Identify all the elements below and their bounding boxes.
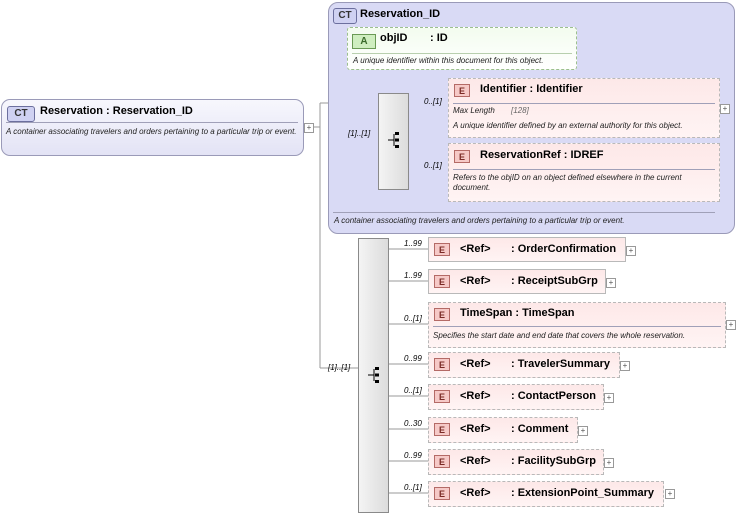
ref-label: <Ref> bbox=[460, 390, 491, 402]
expand-icon[interactable]: + bbox=[620, 361, 630, 371]
ref-label: <Ref> bbox=[460, 358, 491, 370]
expand-icon[interactable]: + bbox=[578, 426, 588, 436]
element-icon: E bbox=[434, 390, 450, 403]
divider bbox=[352, 53, 572, 54]
element-icon: E bbox=[434, 243, 450, 256]
element-icon: E bbox=[434, 487, 450, 500]
complex-type-icon: CT bbox=[7, 106, 35, 122]
complex-type-icon: CT bbox=[333, 8, 357, 24]
element-icon: E bbox=[434, 275, 450, 288]
attribute-description: A unique identifier within this document… bbox=[353, 56, 544, 65]
child-multiplicity: 0..30 bbox=[404, 419, 422, 428]
timespan-element[interactable]: E TimeSpan : TimeSpan Specifies the star… bbox=[428, 302, 726, 348]
child-name: : OrderConfirmation bbox=[511, 243, 617, 255]
attribute-name: objID bbox=[380, 32, 408, 44]
expand-icon[interactable]: + bbox=[604, 458, 614, 468]
divider bbox=[6, 122, 298, 123]
element-icon: E bbox=[434, 455, 450, 468]
traveler-summary-element[interactable]: E <Ref> : TravelerSummary bbox=[428, 352, 620, 378]
timespan-description: Specifies the start date and end date th… bbox=[433, 331, 686, 340]
inner-sequence-compositor[interactable] bbox=[378, 93, 409, 190]
extension-point-summary-element[interactable]: E <Ref> : ExtensionPoint_Summary bbox=[428, 481, 664, 507]
ref-label: <Ref> bbox=[460, 487, 491, 499]
child-multiplicity: 1..99 bbox=[404, 239, 422, 248]
type-description: A container associating travelers and or… bbox=[334, 216, 625, 225]
sequence-compositor-icon bbox=[388, 132, 399, 148]
facet-label: Max Length bbox=[453, 106, 495, 115]
expand-icon[interactable]: + bbox=[726, 320, 736, 330]
child-name: : ExtensionPoint_Summary bbox=[511, 487, 655, 499]
child-multiplicity: 1..99 bbox=[404, 271, 422, 280]
ref-label: <Ref> bbox=[460, 243, 491, 255]
root-title: Reservation : Reservation_ID bbox=[40, 105, 193, 117]
sequence-compositor-icon bbox=[368, 367, 379, 383]
child-name: : Comment bbox=[511, 423, 569, 435]
child-multiplicity: 0..99 bbox=[404, 354, 422, 363]
reservation-ref-multiplicity: 0..[1] bbox=[424, 161, 442, 170]
identifier-element[interactable]: E Identifier : Identifier Max Length [12… bbox=[448, 78, 720, 138]
timespan-title: TimeSpan : TimeSpan bbox=[460, 307, 575, 319]
inner-sequence-multiplicity: [1]..[1] bbox=[348, 129, 371, 138]
divider bbox=[333, 212, 715, 213]
reservation-ref-description: Refers to the objID on an object defined… bbox=[453, 173, 682, 192]
root-description: A container associating travelers and or… bbox=[6, 127, 297, 136]
expand-icon[interactable]: + bbox=[304, 123, 314, 133]
expand-icon[interactable]: + bbox=[604, 393, 614, 403]
expand-icon[interactable]: + bbox=[606, 278, 616, 288]
identifier-title: Identifier : Identifier bbox=[480, 83, 583, 95]
element-icon: E bbox=[434, 308, 450, 321]
facility-subgrp-element[interactable]: E <Ref> : FacilitySubGrp bbox=[428, 449, 604, 475]
expand-icon[interactable]: + bbox=[626, 246, 636, 256]
root-complex-type[interactable]: CT Reservation : Reservation_ID A contai… bbox=[1, 99, 304, 156]
child-multiplicity: 0..99 bbox=[404, 451, 422, 460]
element-icon: E bbox=[454, 84, 470, 97]
outer-sequence-multiplicity: [1]..[1] bbox=[328, 363, 351, 372]
child-name: : ContactPerson bbox=[511, 390, 596, 402]
attribute-icon: A bbox=[352, 34, 376, 49]
order-confirmation-element[interactable]: E <Ref> : OrderConfirmation bbox=[428, 237, 626, 262]
identifier-description: A unique identifier defined by an extern… bbox=[453, 121, 683, 130]
element-icon: E bbox=[434, 358, 450, 371]
reservation-ref-element[interactable]: E ReservationRef : IDREF Refers to the o… bbox=[448, 143, 720, 202]
expand-icon[interactable]: + bbox=[720, 104, 730, 114]
contact-person-element[interactable]: E <Ref> : ContactPerson bbox=[428, 384, 604, 410]
element-icon: E bbox=[434, 423, 450, 436]
ref-label: <Ref> bbox=[460, 275, 491, 287]
child-name: : TravelerSummary bbox=[511, 358, 611, 370]
type-title: Reservation_ID bbox=[360, 8, 441, 20]
comment-element[interactable]: E <Ref> : Comment bbox=[428, 417, 578, 443]
facet-value: [128] bbox=[511, 106, 529, 115]
divider bbox=[433, 326, 721, 327]
divider bbox=[453, 103, 715, 104]
identifier-multiplicity: 0..[1] bbox=[424, 97, 442, 106]
ref-label: <Ref> bbox=[460, 455, 491, 467]
outer-sequence-compositor[interactable] bbox=[358, 238, 389, 513]
divider bbox=[453, 169, 715, 170]
child-name: : ReceiptSubGrp bbox=[511, 275, 598, 287]
reservation-ref-title: ReservationRef : IDREF bbox=[480, 149, 604, 161]
attribute-type: : ID bbox=[430, 32, 448, 44]
expand-icon[interactable]: + bbox=[665, 489, 675, 499]
ref-label: <Ref> bbox=[460, 423, 491, 435]
element-icon: E bbox=[454, 150, 470, 163]
child-multiplicity: 0..[1] bbox=[404, 314, 422, 323]
child-name: : FacilitySubGrp bbox=[511, 455, 596, 467]
receipt-subgrp-element[interactable]: E <Ref> : ReceiptSubGrp bbox=[428, 269, 606, 294]
child-multiplicity: 0..[1] bbox=[404, 483, 422, 492]
objid-attribute[interactable]: A objID : ID A unique identifier within … bbox=[347, 27, 577, 70]
child-multiplicity: 0..[1] bbox=[404, 386, 422, 395]
